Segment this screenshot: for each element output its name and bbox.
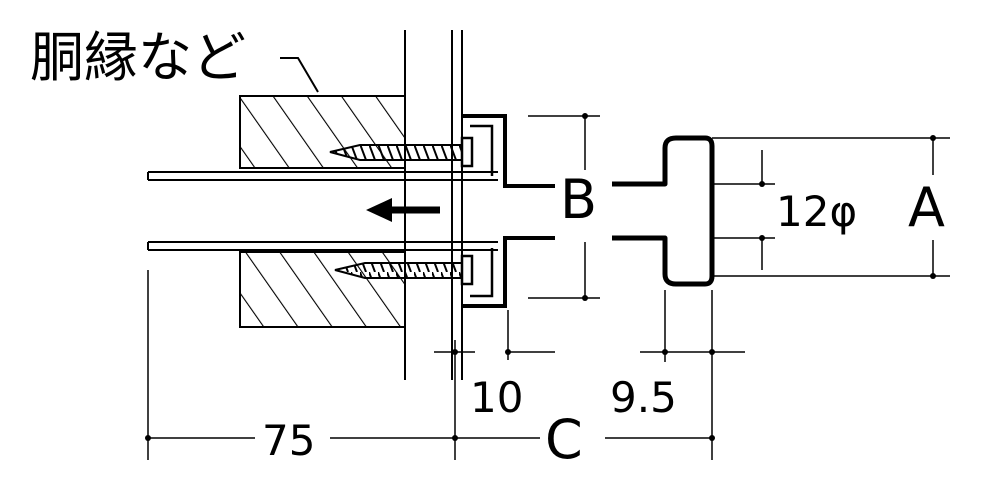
label-c: C bbox=[545, 408, 583, 471]
label-75: 75 bbox=[262, 416, 315, 465]
label-10: 10 bbox=[470, 373, 523, 422]
sleeve-bracket bbox=[463, 114, 555, 308]
screw-upper bbox=[329, 136, 474, 168]
wall-section bbox=[404, 30, 463, 380]
arrow-left-icon bbox=[366, 198, 440, 222]
label-a: A bbox=[908, 176, 945, 239]
screw-lower bbox=[334, 254, 474, 286]
label-9-5: 9.5 bbox=[610, 373, 677, 422]
cap-knob bbox=[612, 135, 715, 287]
title-leader-line bbox=[280, 57, 319, 93]
dimension-ticks bbox=[145, 113, 936, 441]
title-label: 胴縁など bbox=[30, 26, 246, 89]
label-diameter: 12φ bbox=[776, 187, 857, 236]
label-b: B bbox=[560, 168, 597, 231]
pipe-walls bbox=[147, 171, 498, 251]
